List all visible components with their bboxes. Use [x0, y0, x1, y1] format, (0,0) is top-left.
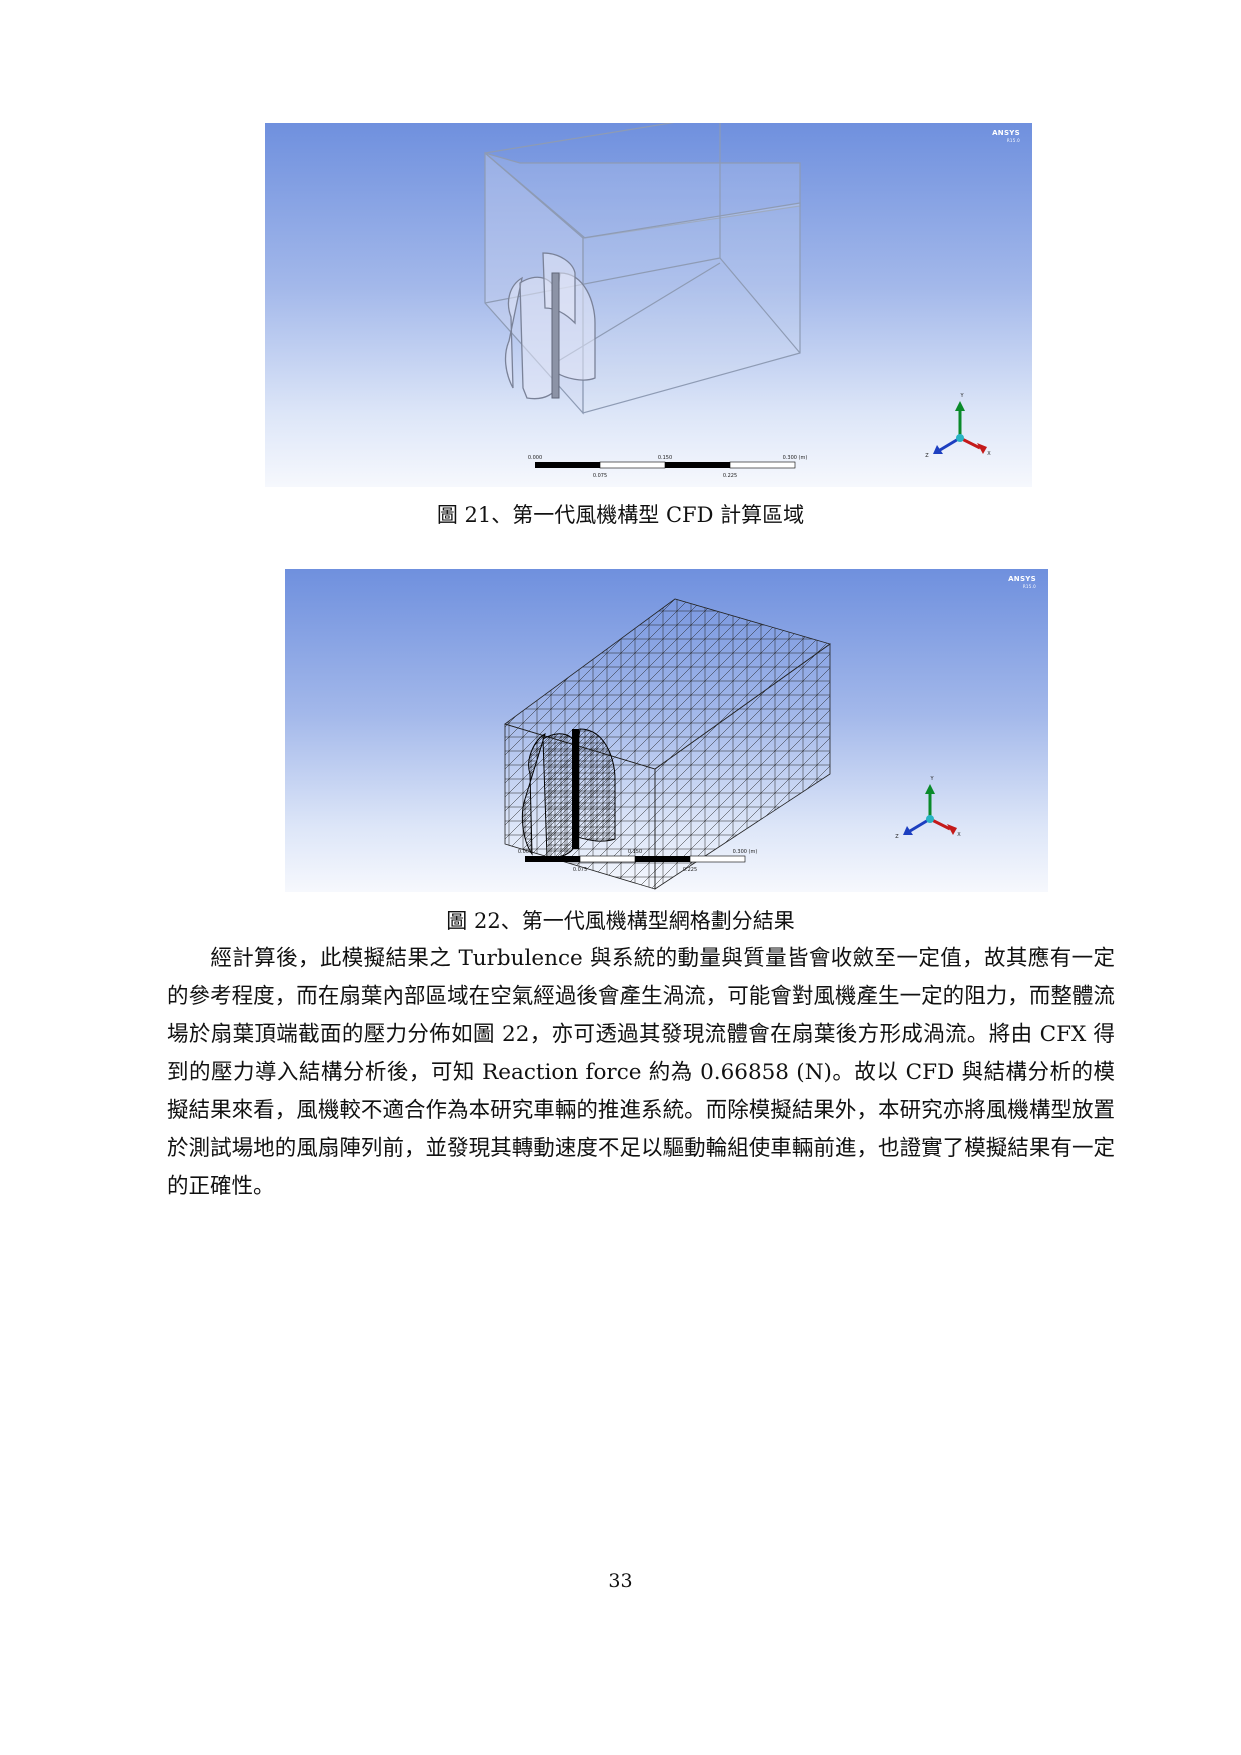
scale-tick-label: 0.000: [518, 849, 532, 855]
body-paragraph: 經計算後，此模擬結果之 Turbulence 與系統的動量與質量皆會收斂至一定值…: [167, 940, 1115, 1206]
body-paragraph-text: 經計算後，此模擬結果之 Turbulence 與系統的動量與質量皆會收斂至一定值…: [167, 946, 1115, 1199]
scale-tick-label: 0.000: [528, 455, 542, 461]
axis-label: Y: [959, 393, 964, 399]
scale-tick-label: 0.225: [683, 867, 697, 873]
scale-tick-label: 0.300 (m): [733, 849, 758, 855]
figure-21-caption: 圖 21、第一代風機構型 CFD 計算區域: [436, 503, 805, 527]
scale-tick-label: 0.150: [628, 849, 642, 855]
axis-label: Z: [925, 453, 929, 459]
scale-tick-label: 0.075: [573, 867, 587, 873]
page-number: 33: [608, 1570, 633, 1592]
ansys-logo: ANSYS R15.0: [1008, 575, 1036, 590]
cfd-domain-render: 0.000 0.150 0.300 (m) 0.075 0.225 Y Z X: [484, 123, 991, 479]
scale-tick-label: 0.300 (m): [783, 455, 808, 461]
figure-22-caption: 圖 22、第一代風機構型網格劃分結果: [446, 909, 795, 933]
figure-21-cfd-domain: 0.000 0.150 0.300 (m) 0.075 0.225 Y Z X ANSYS R…: [265, 123, 1032, 487]
scale-tick-label: 0.075: [593, 473, 607, 479]
scale-tick-label: 0.225: [723, 473, 737, 479]
axis-label: X: [957, 832, 961, 838]
ansys-logo: ANSYS R15.0: [992, 129, 1020, 144]
mesh-render: 0.000 0.150 0.300 (m) 0.075 0.225 Y Z X: [504, 598, 961, 890]
scale-tick-label: 0.150: [658, 455, 672, 461]
axis-label: Z: [895, 834, 899, 840]
figure-22-mesh: 0.000 0.150 0.300 (m) 0.075 0.225 Y Z X ANSYS R…: [285, 569, 1048, 892]
axis-label: Y: [929, 776, 934, 782]
axis-label: X: [987, 451, 991, 457]
